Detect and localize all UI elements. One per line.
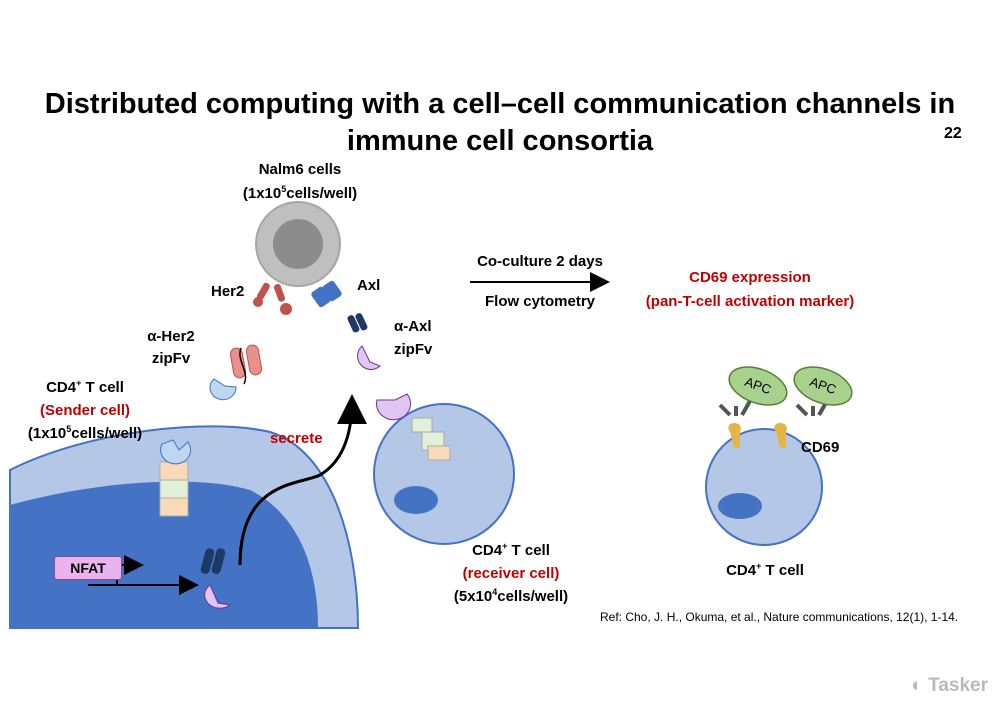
her2-receptor-icon	[253, 282, 292, 315]
readout-cell	[705, 428, 823, 546]
sender-cell-density: (1x105cells/well)	[27, 424, 143, 443]
watermark-icon: ◐	[911, 675, 923, 696]
apc-ellipse-2	[793, 366, 853, 406]
process-step-1: Co-culture 2 days	[477, 253, 603, 270]
page-number: 22	[944, 125, 962, 142]
antibody-icon	[718, 400, 829, 417]
watermark-logo: ◐ Tasker	[911, 675, 988, 697]
cd69-receptor-icon	[728, 423, 787, 448]
her2-zipfv-label-line1: α-Her2	[147, 328, 195, 345]
cd69-label: CD69	[801, 439, 840, 456]
sender-receptor-icon	[159, 439, 192, 517]
watermark-text: Tasker	[928, 675, 988, 696]
nalm6-name: Nalm6 cells	[258, 161, 342, 178]
axl-zipfv-label-line1: α-Axl	[394, 318, 432, 335]
sender-cell-role: (Sender cell)	[39, 402, 131, 419]
receiver-cell-name: CD4+ T cell	[472, 541, 550, 560]
her2-zipfv-label-line2: zipFv	[151, 350, 191, 367]
readout-subtitle: (pan-T-cell activation marker)	[645, 293, 855, 310]
receiver-cell-density: (5x104cells/well)	[453, 587, 569, 606]
apc-ellipse-1	[728, 366, 788, 406]
axl-zipfv-icon	[347, 313, 381, 370]
process-step-2: Flow cytometry	[484, 293, 596, 310]
axl-label: Axl	[357, 277, 381, 294]
her2-zipfv-icon	[209, 344, 263, 401]
nfat-promoter-box: NFAT	[54, 556, 122, 580]
secrete-label: secrete	[270, 430, 323, 447]
receiver-cell	[373, 403, 515, 545]
slide-title-line-1: Distributed computing with a cell–cell c…	[44, 88, 956, 120]
secrete-arrow	[238, 394, 367, 566]
axl-zipfv-label-line2: zipFv	[394, 341, 433, 358]
nalm6-density: (1x105cells/well)	[242, 184, 358, 203]
nalm6-cell	[255, 201, 341, 287]
receiver-cell-role: (receiver cell)	[462, 565, 560, 582]
slide-title-line-2: immune cell consortia	[346, 125, 654, 157]
readout-title: CD69 expression	[689, 269, 811, 286]
reference-citation: Ref: Cho, J. H., Okuma, et al., Nature c…	[600, 610, 959, 624]
readout-cell-name: CD4+ T cell	[726, 561, 804, 580]
her2-label: Her2	[211, 283, 245, 300]
receiver-receptor-icon	[376, 393, 451, 461]
sender-cell-name: CD4+ T cell	[46, 378, 124, 397]
axl-receptor-icon	[311, 280, 342, 308]
intracellular-zipfv-icon	[200, 548, 232, 609]
